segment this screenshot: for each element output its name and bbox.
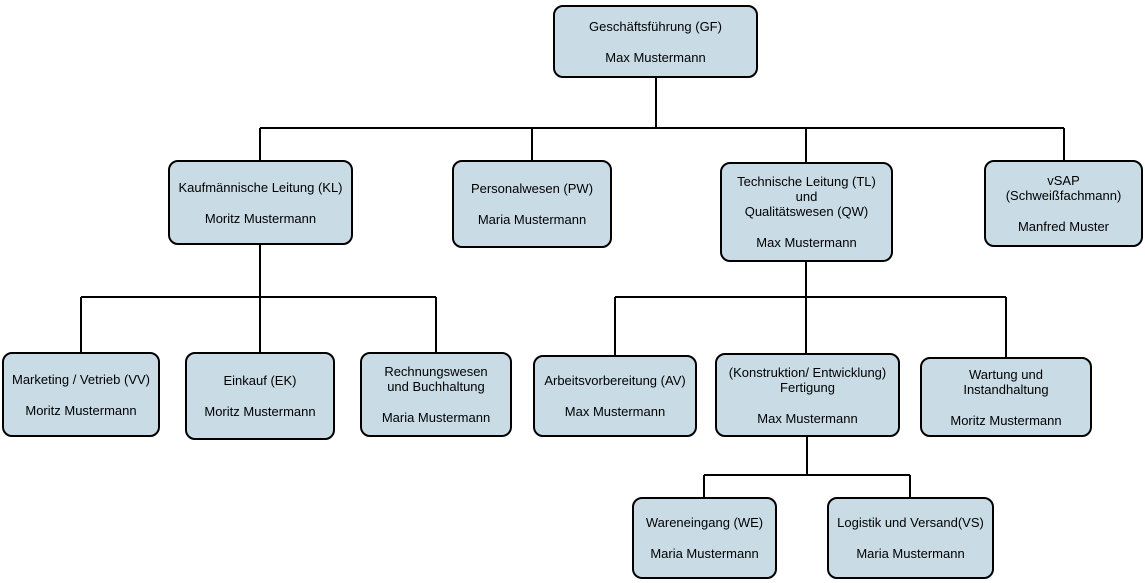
- org-node-wartung-instandhaltung[interactable]: Wartung und Instandhaltung Moritz Muster…: [920, 357, 1092, 437]
- node-title: Wartung und Instandhaltung: [963, 366, 1049, 397]
- org-node-kaufmaennische-leitung[interactable]: Kaufmännische Leitung (KL) Moritz Muster…: [168, 160, 353, 245]
- node-person: Maria Mustermann: [856, 546, 965, 561]
- node-title: Wareneingang (WE): [645, 515, 764, 530]
- node-person: Max Mustermann: [757, 410, 858, 426]
- org-node-geschaeftsfuehrung[interactable]: Geschäftsführung (GF) Max Mustermann: [553, 5, 758, 78]
- org-node-rechnungswesen[interactable]: Rechnungswesen und Buchhaltung Maria Mus…: [360, 352, 512, 437]
- node-person: Moritz Mustermann: [25, 402, 137, 418]
- org-node-logistik-versand[interactable]: Logistik und Versand(VS) Maria Musterman…: [827, 497, 994, 579]
- org-node-arbeitsvorbereitung[interactable]: Arbeitsvorbereitung (AV) Max Mustermann: [533, 355, 697, 437]
- node-title: Einkauf (EK): [223, 373, 297, 388]
- node-person: Moritz Mustermann: [950, 412, 1062, 428]
- connector-tl-children: [614, 262, 1007, 357]
- node-title: Personalwesen (PW): [470, 181, 594, 196]
- node-title: vSAP (Schweißfachmann): [1005, 173, 1122, 203]
- org-node-marketing-vertrieb[interactable]: Marketing / Vetrieb (VV) Moritz Musterma…: [2, 352, 160, 437]
- node-title: Arbeitsvorbereitung (AV): [544, 373, 686, 388]
- node-person: Max Mustermann: [605, 49, 706, 65]
- org-node-technische-leitung[interactable]: Technische Leitung (TL) und Qualitätswes…: [720, 162, 893, 262]
- node-person: Maria Mustermann: [477, 212, 587, 227]
- org-node-fertigung[interactable]: (Konstruktion/ Entwicklung) Fertigung Ma…: [715, 353, 900, 437]
- connector-fe-children: [703, 437, 911, 497]
- node-person: Moritz Mustermann: [204, 210, 317, 226]
- node-title: Logistik und Versand(VS): [837, 515, 984, 530]
- node-person: Max Mustermann: [756, 235, 857, 250]
- node-person: Maria Mustermann: [650, 546, 759, 561]
- node-title: Kaufmännische Leitung (KL): [178, 179, 343, 195]
- node-person: Moritz Mustermann: [204, 404, 316, 419]
- org-node-personalwesen[interactable]: Personalwesen (PW) Maria Mustermann: [452, 160, 612, 248]
- node-title: Marketing / Vetrieb (VV): [12, 371, 150, 387]
- connector-kl-children: [80, 245, 437, 352]
- connector-gf-children: [259, 78, 1065, 162]
- node-title: Technische Leitung (TL) und Qualitätswes…: [737, 174, 876, 219]
- org-node-vsap[interactable]: vSAP (Schweißfachmann) Manfred Muster: [984, 160, 1143, 247]
- org-node-wareneingang[interactable]: Wareneingang (WE) Maria Mustermann: [632, 497, 777, 579]
- node-title: Rechnungswesen und Buchhaltung: [384, 364, 488, 394]
- node-title: (Konstruktion/ Entwicklung) Fertigung: [728, 364, 887, 395]
- node-person: Maria Mustermann: [381, 410, 491, 425]
- node-title: Geschäftsführung (GF): [589, 18, 722, 34]
- node-person: Max Mustermann: [564, 404, 666, 419]
- org-node-einkauf[interactable]: Einkauf (EK) Moritz Mustermann: [185, 352, 335, 440]
- node-person: Manfred Muster: [1017, 219, 1110, 234]
